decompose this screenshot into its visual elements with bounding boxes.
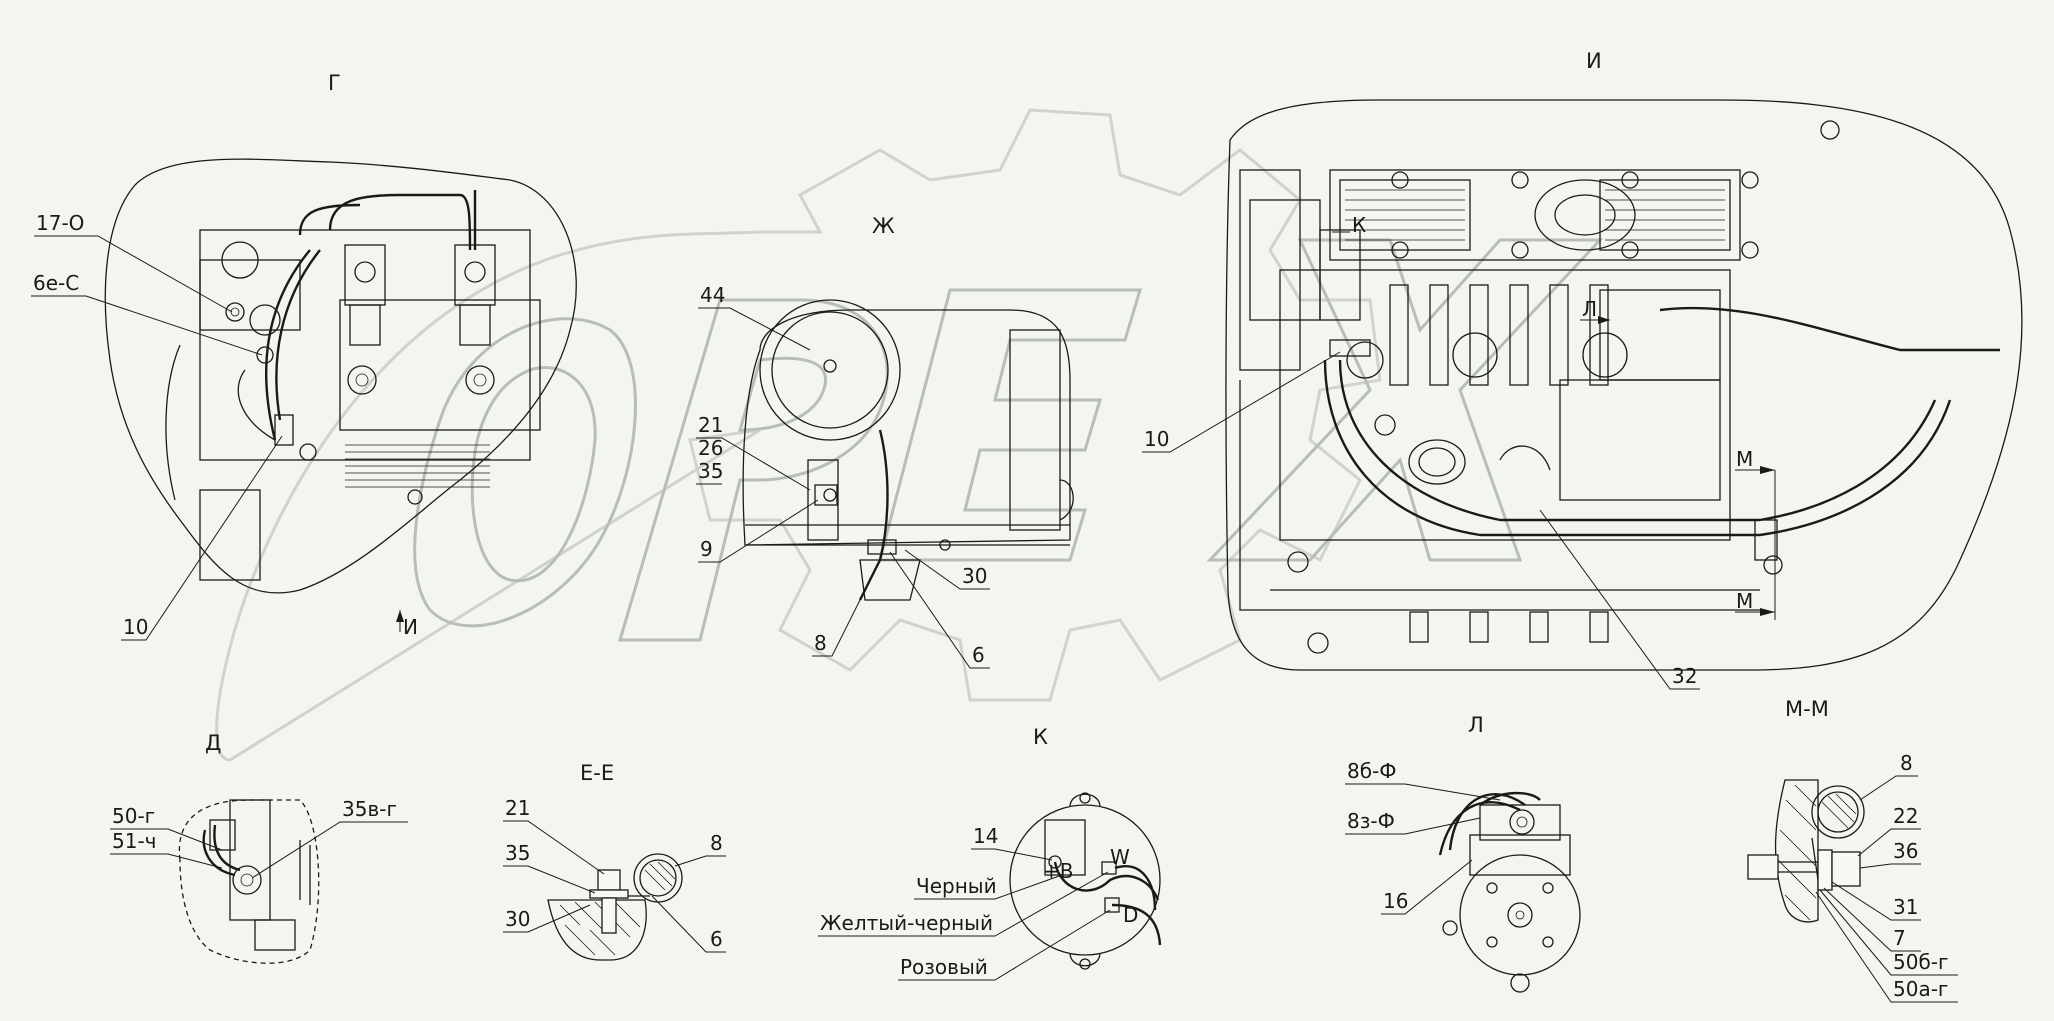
- callout-16: 16: [1383, 889, 1408, 913]
- section-hatch: [559, 901, 641, 956]
- callout-21-ee: 21: [505, 796, 530, 820]
- hose-hatch: [644, 861, 676, 891]
- view-mark-k: К: [1352, 213, 1366, 237]
- cooling-fins: [345, 444, 490, 488]
- callout-6-ee: 6: [710, 927, 723, 951]
- callout-30-ee: 30: [505, 907, 530, 931]
- section-mark-m-lower: М: [1736, 589, 1753, 613]
- view-k-title: К: [1033, 725, 1048, 749]
- callout-6-zh: 6: [972, 643, 985, 667]
- callout-black: Черный: [916, 874, 997, 898]
- callout-7: 7: [1893, 926, 1906, 950]
- terminal-b: +B: [1043, 859, 1073, 883]
- view-l: Л 8б-Ф 8з-Ф 16: [1345, 713, 1581, 993]
- watermark-logo: [215, 108, 1604, 762]
- terminal-w: W: [1110, 845, 1130, 869]
- callout-14: 14: [973, 824, 998, 848]
- callout-8z-F: 8з-Ф: [1347, 809, 1395, 833]
- head-bolts: [1391, 171, 1759, 259]
- callout-36: 36: [1893, 839, 1918, 863]
- view-mark-l: Л: [1582, 297, 1597, 321]
- callout-8-zh: 8: [814, 631, 827, 655]
- callout-26-zh: 26: [698, 436, 723, 460]
- block-ribs: [1389, 284, 1609, 386]
- callout-10-i: 10: [1144, 427, 1169, 451]
- callout-10-g: 10: [123, 615, 148, 639]
- callout-50a-g: 50а-г: [1893, 977, 1948, 1001]
- wall-hatch: [1777, 784, 1817, 921]
- head-ribs: [1345, 189, 1725, 241]
- callout-yellow-black: Желтый-черный: [820, 911, 993, 935]
- hose-hatch-mm: [1821, 793, 1857, 829]
- view-i-title: И: [1586, 49, 1602, 73]
- view-zh: Ж 44 21 26 35 9 30 8 6: [696, 214, 1074, 669]
- view-zh-title: Ж: [872, 214, 895, 238]
- starter-icon: [1459, 854, 1581, 976]
- view-d-title: Д: [205, 731, 221, 755]
- callout-6e-C: 6е-С: [33, 271, 79, 295]
- view-ee: Е-Е 21 35 30 8 6: [503, 761, 726, 961]
- callout-pink: Розовый: [900, 955, 988, 979]
- callout-35-ee: 35: [505, 841, 530, 865]
- view-mm-title: М-М: [1785, 697, 1829, 721]
- callout-44: 44: [700, 283, 725, 307]
- callout-31: 31: [1893, 895, 1918, 919]
- callout-8b-F: 8б-Ф: [1347, 759, 1397, 783]
- callout-50-g: 50-г: [112, 804, 155, 828]
- callout-22: 22: [1893, 804, 1918, 828]
- callout-30-zh: 30: [962, 564, 987, 588]
- callout-17-O: 17-О: [36, 211, 84, 235]
- injector-left-icon: [344, 244, 386, 346]
- view-ee-title: Е-Е: [580, 761, 614, 785]
- view-l-title: Л: [1468, 713, 1484, 737]
- callout-21-zh: 21: [698, 413, 723, 437]
- callout-8-ee: 8: [710, 831, 723, 855]
- alternator-icon: [1009, 804, 1161, 956]
- view-g-arrow-label: И: [403, 615, 418, 639]
- tank-icon: [759, 299, 901, 441]
- view-k: К +B W D 14 Черный Желтый-черный Розовый: [818, 725, 1162, 981]
- view-mm: М-М 8 22 36 31 7 50: [1747, 697, 1958, 1003]
- view-g-title: Г: [328, 71, 341, 95]
- view-i: И: [1142, 49, 2023, 690]
- callout-35v-g: 35в-г: [342, 797, 397, 821]
- callout-51-ch: 51-ч: [112, 829, 156, 853]
- callout-32: 32: [1672, 664, 1697, 688]
- view-d: Д 50-г 51-ч 35в-г: [110, 731, 408, 964]
- view-g: Г: [31, 71, 577, 641]
- pan-slots: [1409, 611, 1609, 643]
- section-mark-m-upper: М: [1736, 447, 1753, 471]
- callout-8-mm: 8: [1900, 751, 1913, 775]
- callout-35-zh: 35: [698, 459, 723, 483]
- callout-50b-g: 50б-г: [1893, 950, 1949, 974]
- callout-9: 9: [700, 537, 713, 561]
- terminal-d: D: [1123, 903, 1138, 927]
